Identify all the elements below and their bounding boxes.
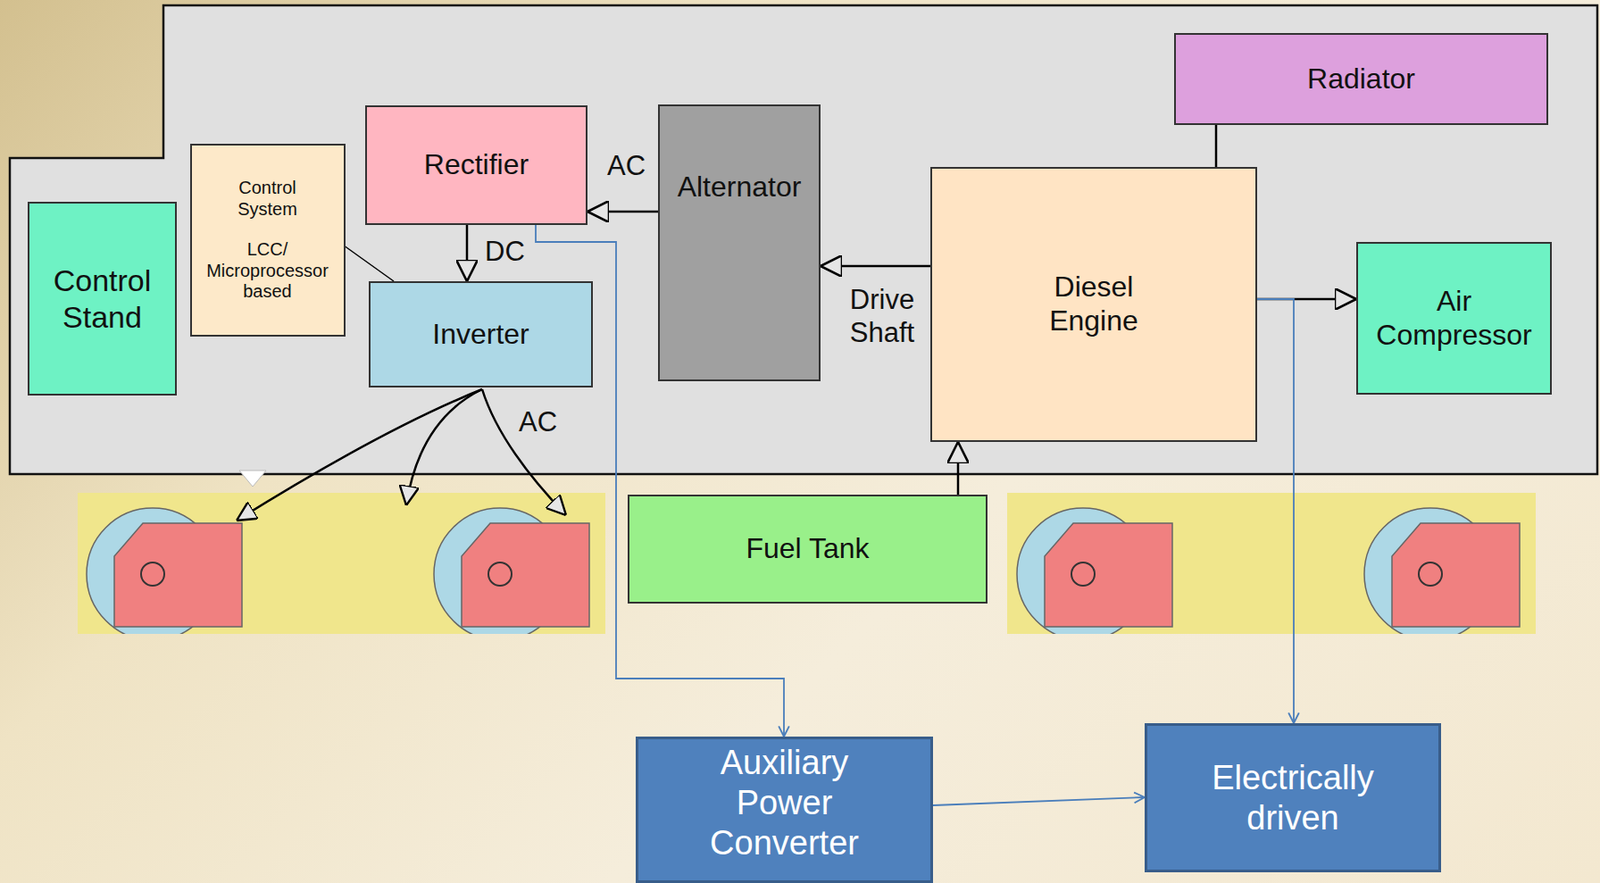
electrically-driven-box: Electrically driven bbox=[1144, 723, 1442, 873]
air-compressor-box: Air Compressor bbox=[1356, 241, 1552, 395]
power-connector bbox=[345, 246, 395, 282]
power-connector bbox=[466, 225, 469, 282]
power-connector bbox=[587, 210, 659, 214]
power-connector bbox=[820, 265, 931, 268]
box-label: Diesel Engine bbox=[1026, 270, 1161, 339]
alternator-box: Alternator bbox=[658, 104, 821, 382]
control-system-box: Control SystemLCC/ Microprocessor based bbox=[190, 143, 346, 337]
box-label: Radiator bbox=[1307, 62, 1416, 97]
inverter-feed-arrows bbox=[236, 389, 567, 521]
fuel-tank-box: Fuel Tank bbox=[627, 494, 988, 604]
connector-label: Drive Shaft bbox=[834, 283, 930, 350]
radiator-box: Radiator bbox=[1174, 33, 1549, 125]
traction-motors bbox=[86, 508, 590, 634]
box-label: Air Compressor bbox=[1366, 284, 1542, 353]
auxiliary-connector bbox=[1257, 299, 1294, 724]
box-label: Electrically driven bbox=[1176, 758, 1409, 839]
signal-label: AC bbox=[516, 406, 560, 440]
traction-motors bbox=[1016, 508, 1520, 634]
box-label: Rectifier bbox=[424, 148, 529, 183]
marker-triangle bbox=[239, 470, 267, 487]
box-label: LCC/ Microprocessor based bbox=[200, 239, 335, 303]
box-label: Inverter bbox=[432, 317, 529, 352]
diesel-engine-box: Diesel Engine bbox=[930, 166, 1258, 442]
control-stand-box: Control Stand bbox=[27, 201, 177, 396]
box-label: Alternator bbox=[677, 170, 802, 205]
box-label: Fuel Tank bbox=[745, 532, 869, 567]
inverter-box: Inverter bbox=[368, 281, 593, 388]
connector-label: DC bbox=[482, 235, 528, 269]
box-label: Auxiliary Power Converter bbox=[677, 742, 892, 863]
auxiliary-converter-box: Auxiliary Power Converter bbox=[635, 736, 934, 883]
power-connector bbox=[957, 441, 960, 495]
connector-label: AC bbox=[604, 150, 649, 184]
locomotive-body bbox=[9, 5, 1598, 475]
rectifier-box: Rectifier bbox=[365, 105, 588, 225]
auxiliary-connector bbox=[933, 797, 1145, 806]
box-label: Control Stand bbox=[40, 262, 166, 334]
box-label: Control System bbox=[223, 177, 313, 220]
power-connector bbox=[1215, 125, 1218, 167]
